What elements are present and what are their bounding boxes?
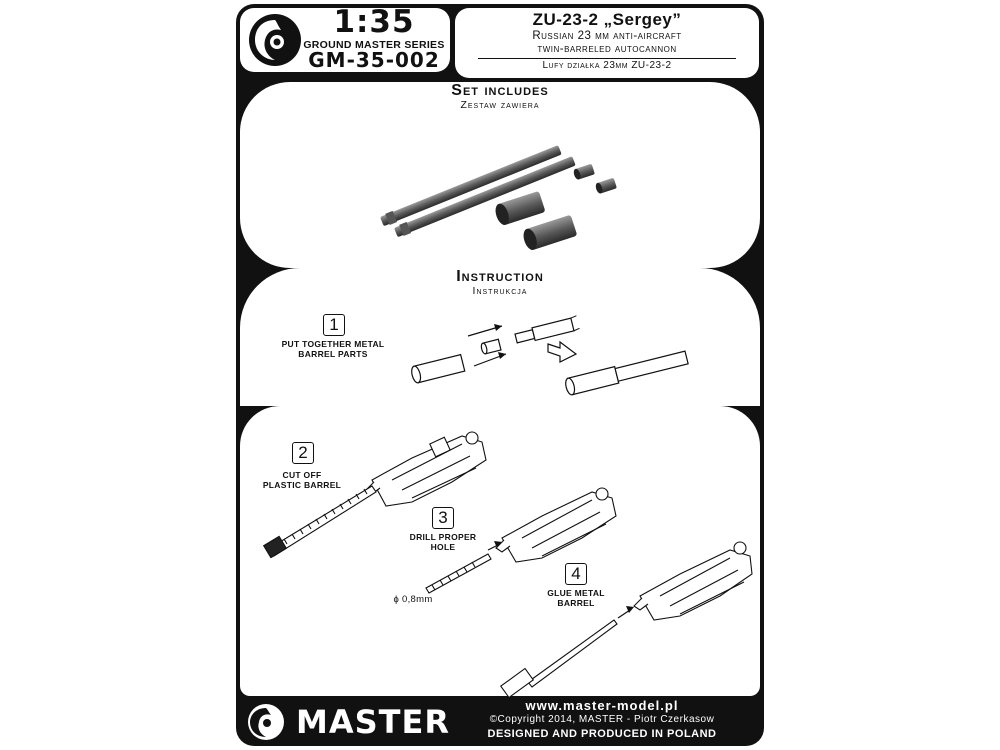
footer-made-in: DESIGNED AND PRODUCED IN POLAND xyxy=(487,728,717,740)
plastic-barrel xyxy=(262,485,377,559)
step-2-text-line2: PLASTIC BARREL xyxy=(262,480,342,490)
polish-title: Lufy działka 23mm ZU-23-2 xyxy=(542,60,672,71)
step-1-number: 1 xyxy=(323,314,345,336)
set-includes-title: Set includes xyxy=(451,82,549,99)
step-1-text-line1: PUT TOGETHER METAL xyxy=(281,339,385,349)
gun-receiver-3 xyxy=(633,541,753,621)
footer-copyright: ©Copyright 2014, MASTER - Piotr Czerkaso… xyxy=(489,714,715,725)
product-title: ZU-23-2 „Sergey” xyxy=(532,10,682,29)
product-subtitle-line1: Russian 23 mm anti-aircraft xyxy=(532,30,682,42)
step-3-number: 3 xyxy=(432,507,454,529)
product-subtitle-line2: twin-barreled autocannon xyxy=(537,43,677,55)
instruction-title: Instruction xyxy=(456,268,544,285)
drill-bit xyxy=(425,553,492,594)
instruction-subtitle: Instrukcja xyxy=(472,285,528,297)
step-4-text-line2: BARREL xyxy=(557,598,595,608)
title-divider xyxy=(478,58,736,59)
instruction-panel xyxy=(240,268,760,406)
header-title-box xyxy=(455,8,759,78)
step-2-number: 2 xyxy=(292,442,314,464)
metal-barrel xyxy=(499,619,618,699)
step-3-text-line1: DRILL PROPER xyxy=(409,532,477,542)
footer-brand: MASTER xyxy=(296,703,450,741)
set-includes-subtitle: Zestaw zawiera xyxy=(460,99,540,111)
gun-receiver-1 xyxy=(365,431,487,507)
step-2-text: CUT OFF PLASTIC BARREL xyxy=(252,470,352,490)
step-1-assembly-illustration xyxy=(411,315,689,396)
step-4-text-line1: GLUE METAL xyxy=(547,588,605,598)
step-3-text: DRILL PROPER HOLE xyxy=(395,532,491,552)
step-1-text-line2: BARREL PARTS xyxy=(298,349,368,359)
scale-label: 1:35 xyxy=(333,4,415,40)
metal-barrels-illustration xyxy=(380,145,617,250)
step-2-text-line1: CUT OFF xyxy=(282,470,322,480)
master-swirl-logo-icon xyxy=(249,14,301,66)
gun-modification-illustration xyxy=(262,431,753,699)
step-4-number: 4 xyxy=(565,563,587,585)
series-label: GROUND MASTER SERIES xyxy=(303,39,445,51)
step-3-text-line2: HOLE xyxy=(430,542,456,552)
gun-receiver-2 xyxy=(495,487,617,563)
footer-url[interactable]: www.master-model.pl xyxy=(525,698,679,713)
footer-swirl-logo-icon xyxy=(248,704,284,740)
step-1-text: PUT TOGETHER METAL BARREL PARTS xyxy=(268,339,398,359)
step-4-text: GLUE METAL BARREL xyxy=(530,588,622,608)
product-code: GM-35-002 xyxy=(308,48,440,72)
drill-size-label: ϕ 0,8mm xyxy=(393,594,433,605)
